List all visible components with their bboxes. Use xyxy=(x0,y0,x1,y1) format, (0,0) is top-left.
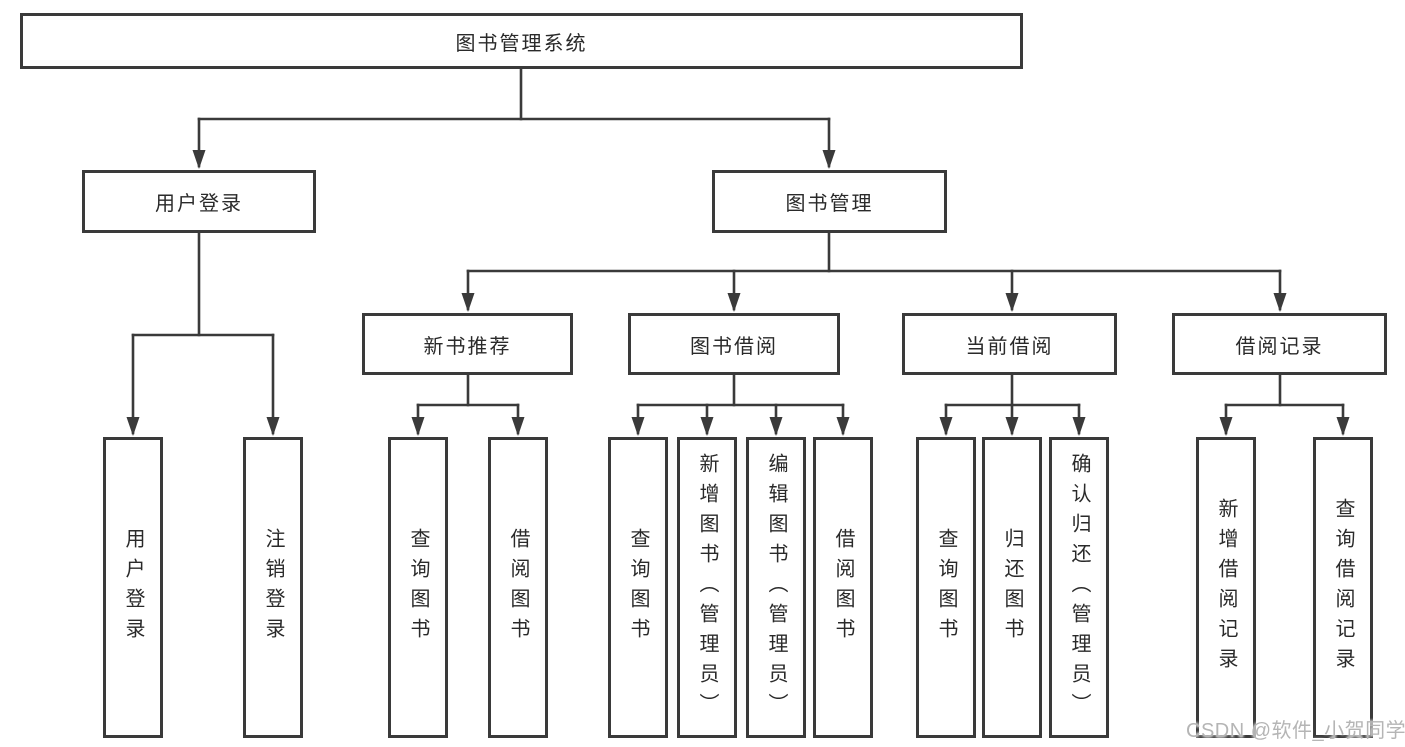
leaf-logout: 注销登录 xyxy=(243,437,303,738)
node-user-login: 用户登录 xyxy=(82,170,316,233)
leaf-query-books-current: 查询图书 xyxy=(916,437,976,738)
node-current-borrowing: 当前借阅 xyxy=(902,313,1117,375)
leaf-user-login: 用户登录 xyxy=(103,437,163,738)
leaf-return-books: 归还图书 xyxy=(982,437,1042,738)
leaf-query-books-borrowing: 查询图书 xyxy=(608,437,668,738)
node-new-book-recommendation: 新书推荐 xyxy=(362,313,573,375)
leaf-borrow-books-borrowing: 借阅图书 xyxy=(813,437,873,738)
leaf-confirm-return-admin: 确认归还（管理员） xyxy=(1049,437,1109,738)
node-book-borrowing: 图书借阅 xyxy=(628,313,840,375)
leaf-add-books-admin: 新增图书（管理员） xyxy=(677,437,737,738)
node-borrowing-records: 借阅记录 xyxy=(1172,313,1387,375)
csdn-watermark: CSDN @软件_小贺同学 xyxy=(1186,720,1405,742)
leaf-query-borrow-record: 查询借阅记录 xyxy=(1313,437,1373,738)
leaf-edit-books-admin: 编辑图书（管理员） xyxy=(746,437,806,738)
node-book-management-system: 图书管理系统 xyxy=(20,13,1023,69)
leaf-query-books-recommend: 查询图书 xyxy=(388,437,448,738)
leaf-add-borrow-record: 新增借阅记录 xyxy=(1196,437,1256,738)
node-book-management: 图书管理 xyxy=(712,170,947,233)
leaf-borrow-books-recommend: 借阅图书 xyxy=(488,437,548,738)
